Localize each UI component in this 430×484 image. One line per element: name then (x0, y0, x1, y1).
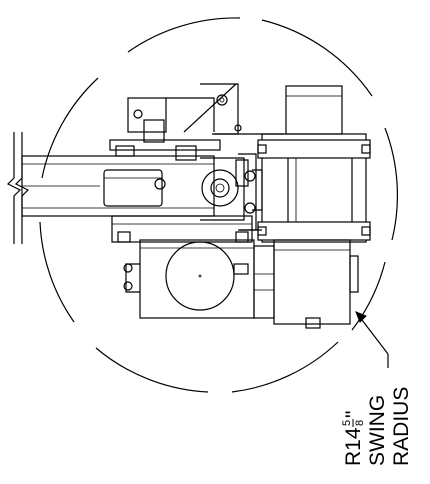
motor-assembly (240, 85, 371, 329)
radius-word: RADIUS (390, 387, 413, 466)
swing-word: SWING (366, 395, 389, 466)
swing-radius-circle (39, 17, 399, 393)
leader-arrow (355, 311, 389, 368)
radius-prefix: R14 (342, 427, 365, 466)
mount-plate (127, 83, 284, 135)
fraction-denominator: 8 (354, 420, 366, 426)
lower-gearbox (111, 215, 275, 319)
fraction-numerator: 5 (341, 420, 353, 426)
boom-arm (6, 132, 215, 244)
inch-mark: " (342, 411, 365, 418)
swing-radius-label: R14 5 8 " SWING RADIUS (341, 387, 413, 466)
